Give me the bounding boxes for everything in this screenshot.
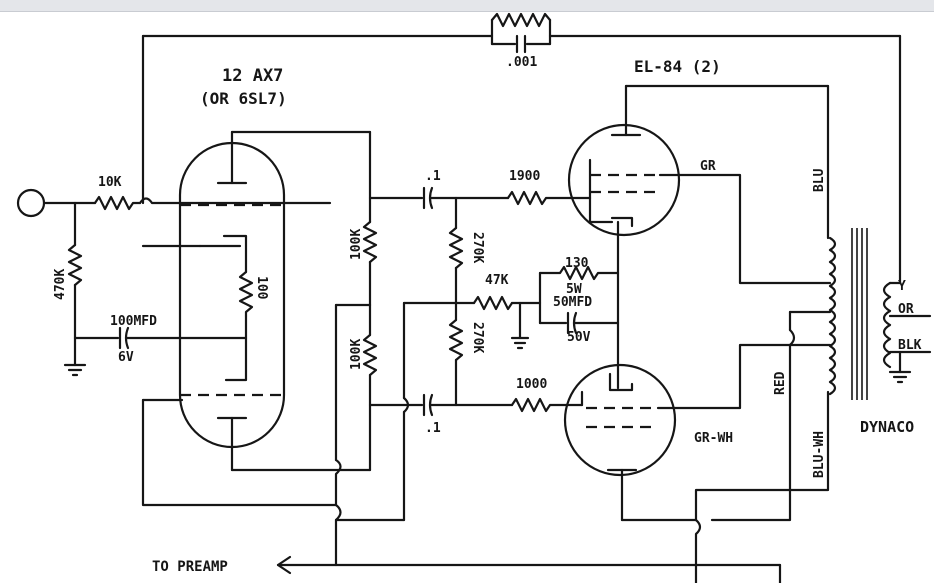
tube-el84-lower[interactable]	[563, 343, 832, 522]
label-el84: EL-84 (2)	[634, 57, 721, 76]
label-6sl7: (OR 6SL7)	[200, 89, 287, 108]
to-preamp-line[interactable]	[276, 555, 782, 583]
label-10k: 10K	[98, 175, 122, 190]
label-100k-lower: 100K	[349, 339, 364, 370]
tube-el84-upper[interactable]	[567, 84, 832, 285]
output-transformer[interactable]	[828, 228, 932, 400]
label-or: OR	[898, 302, 914, 317]
label-red: RED	[773, 371, 788, 395]
cathode-cap-50mfd	[538, 311, 620, 335]
label-to-preamp: TO PREAMP	[152, 559, 228, 575]
label-dynaco: DYNACO	[860, 418, 914, 436]
resistor-47k	[454, 295, 542, 350]
label-001: .001	[506, 55, 537, 70]
coupling-cap-lower	[368, 393, 514, 417]
label-cap-1-upper: .1	[425, 169, 441, 184]
grid-return	[141, 398, 338, 507]
label-1000: 1000	[516, 377, 547, 392]
label-12ax7: 12 AX7	[222, 66, 283, 86]
resistor-130	[538, 265, 620, 325]
resistor-270k-lower	[448, 318, 464, 407]
label-gr: GR	[700, 159, 716, 174]
resistor-470k	[63, 201, 87, 377]
input-jack[interactable]	[16, 188, 97, 218]
feedback-network	[141, 12, 902, 285]
label-100mfd: 100MFD	[110, 314, 157, 329]
tube-12ax7[interactable]	[141, 130, 372, 472]
label-470k: 470K	[53, 269, 68, 300]
resistor-100k-upper	[334, 130, 378, 307]
window-top-bar	[0, 0, 934, 12]
label-5w: 5W	[566, 282, 582, 297]
label-270k-upper: 270K	[470, 232, 485, 263]
label-blu-wh: BLU-WH	[812, 431, 827, 478]
cathode-bypass-cap	[73, 326, 248, 350]
resistor-1000	[510, 397, 584, 413]
resistor-10k	[93, 195, 332, 211]
resistor-1900	[506, 190, 592, 206]
label-blu: BLU	[812, 168, 827, 192]
label-130: 130	[565, 256, 589, 271]
label-47k: 47K	[485, 273, 509, 288]
label-270k-lower: 270K	[470, 322, 485, 353]
resistor-100	[238, 270, 254, 318]
label-50v: 50V	[567, 330, 591, 345]
coupling-cap-upper	[368, 186, 510, 210]
label-1900: 1900	[509, 169, 540, 184]
label-cap-1-lower: .1	[425, 421, 441, 436]
label-50mfd: 50MFD	[553, 295, 592, 310]
label-gr-wh: GR-WH	[694, 431, 733, 446]
resistor-100k-lower	[362, 303, 378, 472]
supply-bus	[334, 301, 458, 567]
label-y: Y	[898, 279, 906, 294]
label-blk: BLK	[898, 338, 922, 353]
resistor-270k-upper	[448, 196, 464, 322]
label-6v: 6V	[118, 350, 134, 365]
output-wiring	[694, 84, 832, 583]
label-100k-upper: 100K	[349, 229, 364, 260]
label-100: 100	[254, 276, 269, 300]
